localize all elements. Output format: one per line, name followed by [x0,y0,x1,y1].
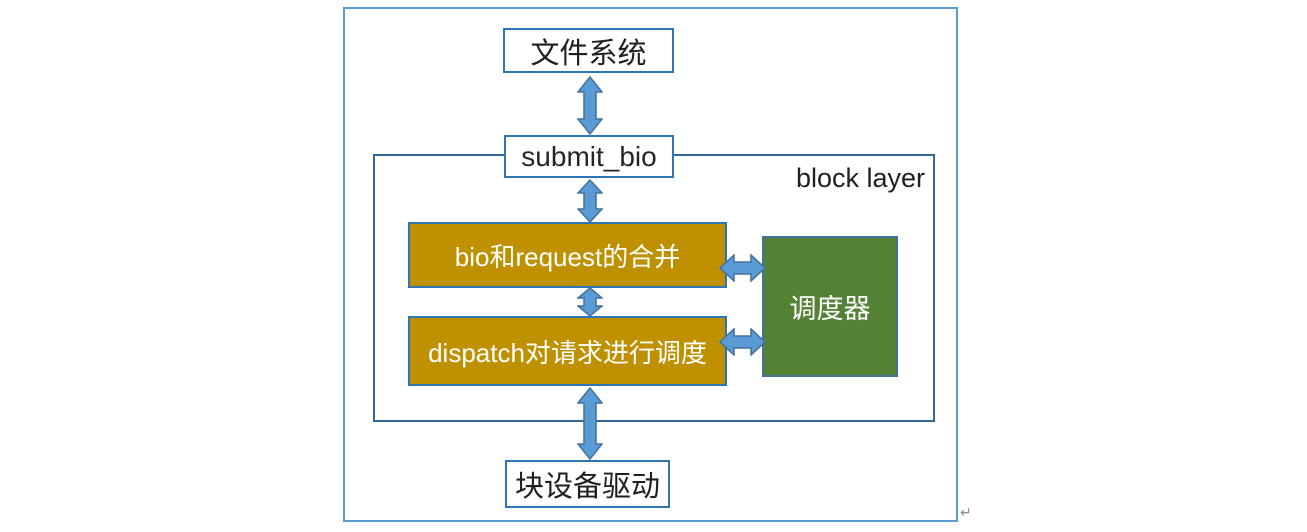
double-arrow-submitbio-merge-icon [577,179,603,223]
double-arrow-filesystem-submitbio-icon [577,76,603,135]
paragraph-return-mark: ↵ [960,504,972,520]
node-file-system: 文件系统 [503,28,674,73]
node-bio-request-merge-label: bio和request的合并 [454,241,681,272]
node-bio-request-merge: bio和request的合并 [408,222,727,288]
double-arrow-dispatch-driver-icon [577,387,603,460]
node-submit-bio: submit_bio [504,135,674,178]
node-file-system-label: 文件系统 [530,37,647,70]
node-block-device-driver-label: 块设备驱动 [514,471,660,503]
double-arrow-merge-dispatch-icon [577,287,603,317]
block-layer-label: block layer [795,163,925,193]
double-arrow-dispatch-scheduler-icon [719,328,766,356]
node-submit-bio-label: submit_bio [521,140,657,172]
node-dispatch-label: dispatch对请求进行调度 [428,337,707,368]
node-scheduler: 调度器 [762,236,898,377]
double-arrow-merge-scheduler-icon [719,254,766,282]
node-block-device-driver: 块设备驱动 [505,460,670,508]
node-scheduler-label: 调度器 [789,294,871,324]
node-dispatch: dispatch对请求进行调度 [408,316,727,386]
